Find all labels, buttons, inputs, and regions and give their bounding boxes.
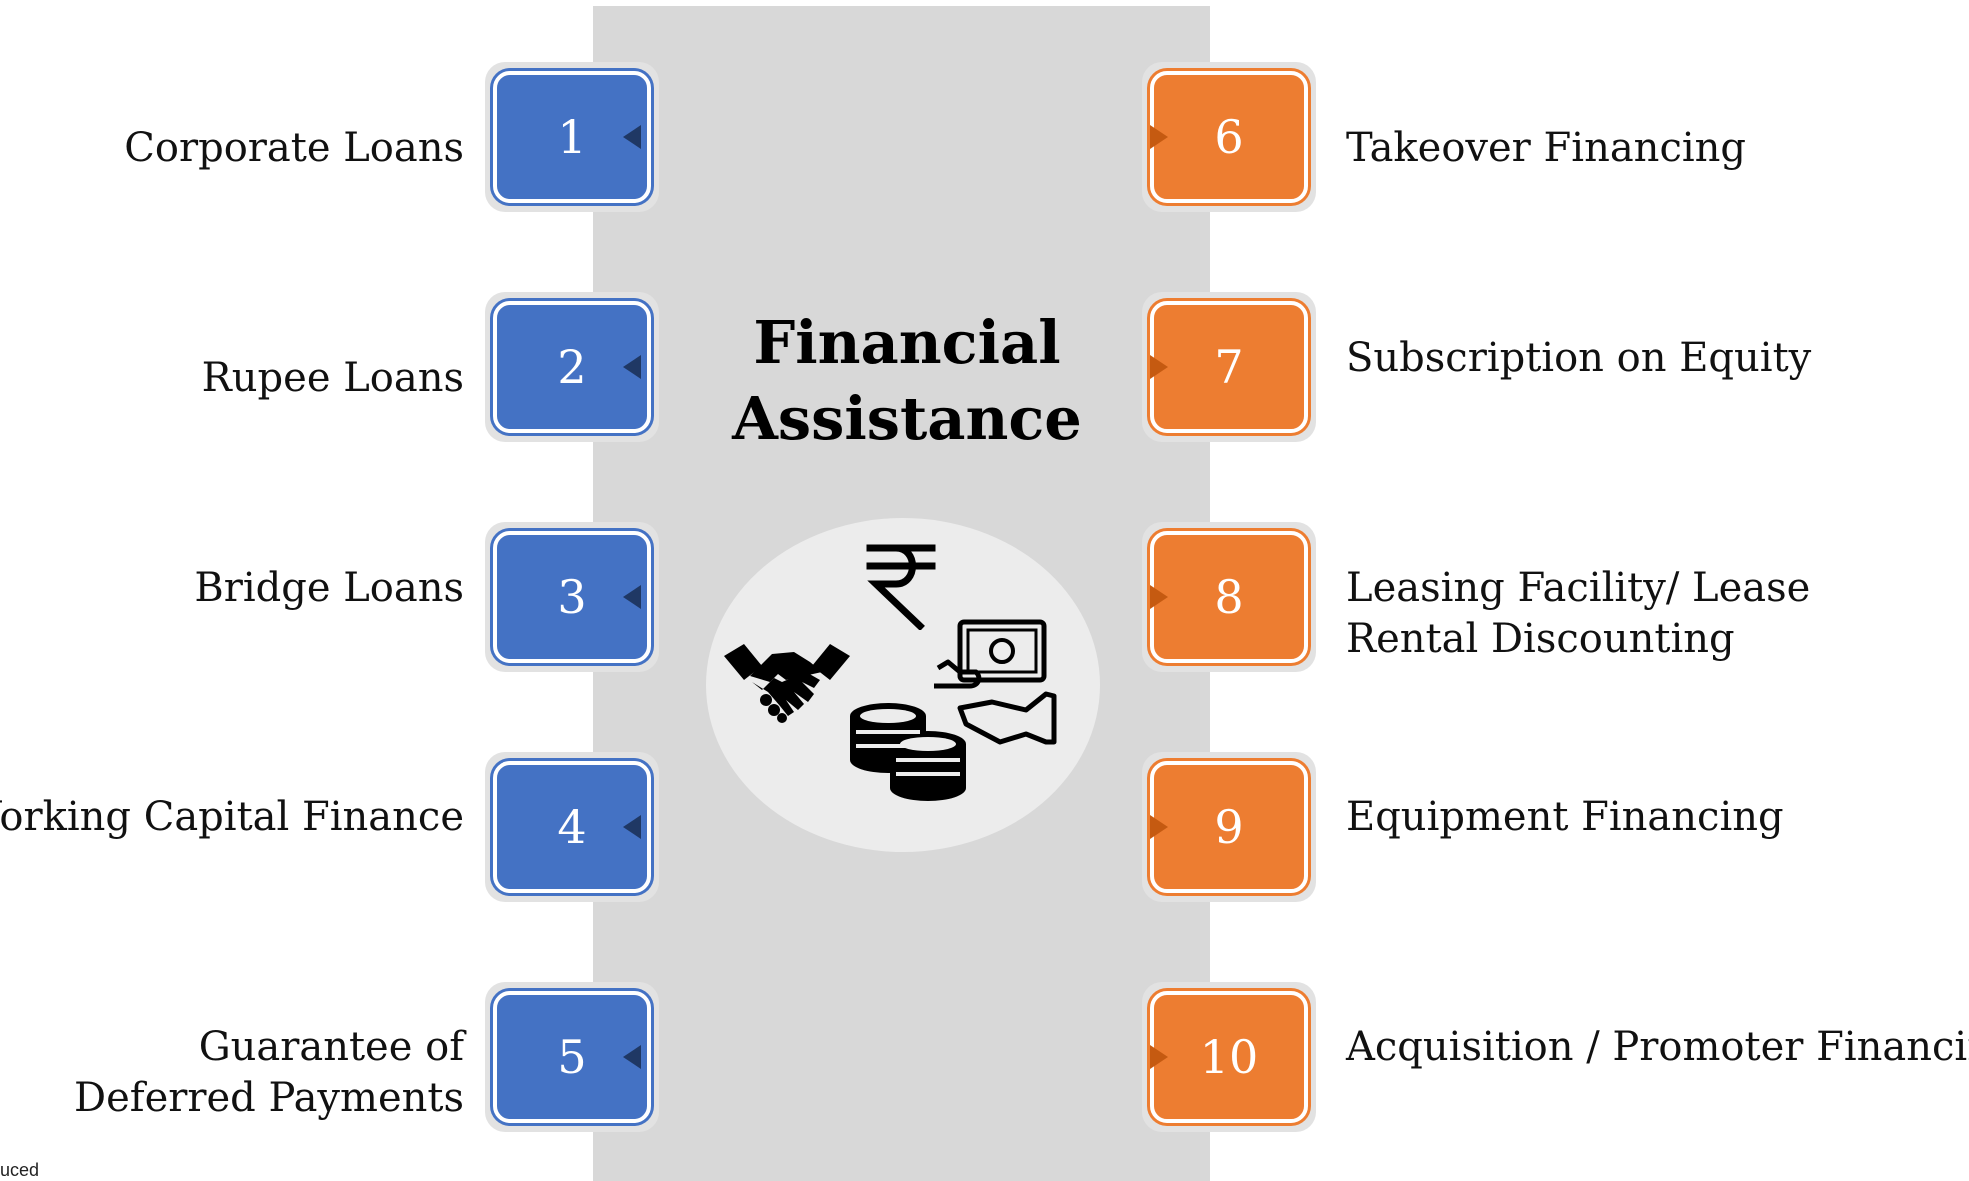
title-line-2: Assistance — [732, 384, 1082, 453]
item-label-3: Bridge Loans — [194, 563, 464, 614]
step-box-4: 4 — [485, 752, 659, 902]
connector-arrow-icon — [623, 585, 641, 609]
item-label-line: Rental Discounting — [1346, 616, 1735, 662]
title-line-1: Financial — [753, 308, 1061, 377]
item-label-4: Working Capital Finance — [0, 792, 464, 843]
step-number-6: 6 — [1150, 71, 1308, 203]
step-number-10: 10 — [1150, 991, 1308, 1123]
connector-arrow-icon — [1150, 585, 1168, 609]
item-label-1: Corporate Loans — [124, 123, 464, 174]
coins-icon — [850, 703, 966, 801]
item-label-line: Working Capital Finance — [0, 794, 464, 840]
step-number-8: 8 — [1150, 531, 1308, 663]
item-label-line: Guarantee of — [198, 1024, 464, 1070]
finance-icon-hub — [706, 518, 1100, 852]
cash-payment-icon — [934, 619, 1057, 745]
connector-arrow-icon — [1150, 355, 1168, 379]
item-label-9: Equipment Financing — [1346, 792, 1784, 843]
step-box-2: 2 — [485, 292, 659, 442]
rupee-icon — [866, 544, 936, 630]
connector-arrow-icon — [623, 1045, 641, 1069]
connector-arrow-icon — [623, 355, 641, 379]
item-label-10: Acquisition / Promoter Financing — [1346, 1022, 1969, 1073]
footnote-text: uced — [0, 1160, 40, 1180]
item-label-line: Rupee Loans — [201, 355, 464, 401]
step-box-6: 6 — [1142, 62, 1316, 212]
connector-arrow-icon — [1150, 125, 1168, 149]
connector-arrow-icon — [623, 125, 641, 149]
item-label-8: Leasing Facility/ Lease Rental Discounti… — [1346, 563, 1810, 665]
item-label-2: Rupee Loans — [202, 353, 464, 404]
item-label-6: Takeover Financing — [1346, 123, 1746, 174]
item-label-line: Subscription on Equity — [1346, 335, 1812, 381]
connector-arrow-icon — [623, 815, 641, 839]
item-label-line: Deferred Payments — [74, 1075, 464, 1121]
connector-arrow-icon — [1150, 815, 1168, 839]
diagram-title: Financial Assistance — [700, 305, 1114, 457]
item-label-line: Leasing Facility/ Lease — [1346, 565, 1811, 611]
step-box-3: 3 — [485, 522, 659, 672]
step-box-10: 10 — [1142, 982, 1316, 1132]
item-label-5: Guarantee of Deferred Payments — [74, 1022, 464, 1124]
handshake-icon — [724, 644, 850, 723]
step-number-1: 1 — [493, 71, 651, 203]
step-number-9: 9 — [1150, 761, 1308, 893]
connector-arrow-icon — [1150, 1045, 1168, 1069]
item-label-7: Subscription on Equity — [1346, 333, 1811, 384]
step-box-8: 8 — [1142, 522, 1316, 672]
item-label-line: Takeover Financing — [1346, 125, 1746, 171]
item-label-line: Corporate Loans — [124, 125, 464, 171]
item-label-line: Equipment Financing — [1346, 794, 1784, 840]
step-box-9: 9 — [1142, 752, 1316, 902]
step-box-1: 1 — [485, 62, 659, 212]
step-box-5: 5 — [485, 982, 659, 1132]
item-label-line: Bridge Loans — [194, 565, 464, 611]
step-box-7: 7 — [1142, 292, 1316, 442]
item-label-line: Acquisition / Promoter Financing — [1346, 1024, 1969, 1070]
step-number-7: 7 — [1150, 301, 1308, 433]
